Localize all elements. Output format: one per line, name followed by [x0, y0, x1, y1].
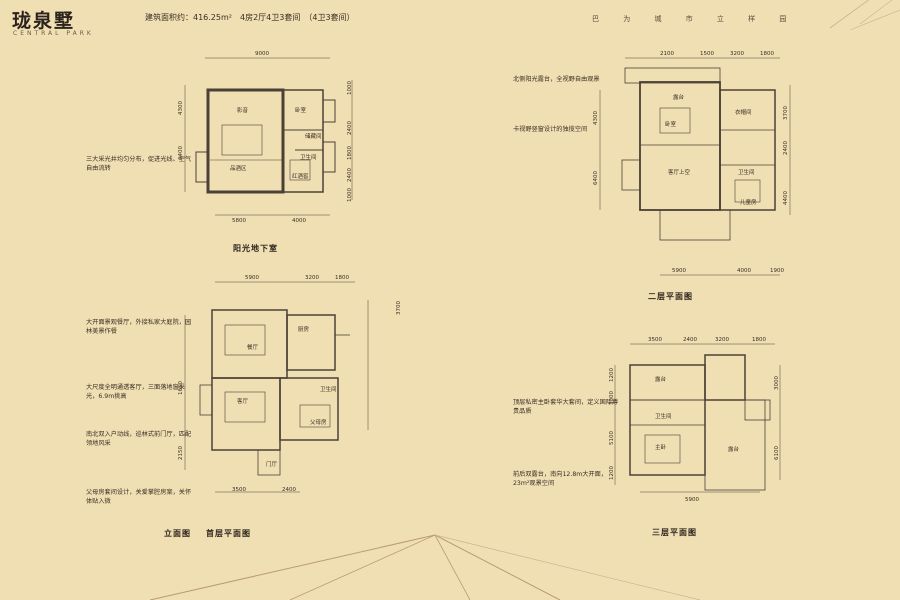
third-dim-top-1: 3500	[648, 337, 662, 343]
second-dim-top-2: 1500	[700, 51, 714, 57]
first-room-parents: 父母房	[310, 420, 327, 426]
second-dim-top-3: 3200	[730, 51, 744, 57]
second-note-1: 北侧阳光露台，全视野自由观景	[513, 76, 600, 83]
first-room-dining: 餐厅	[247, 345, 259, 351]
third-note-2: 前后双露台，南向12.8m大开面，23m²观景空间	[513, 471, 608, 487]
third-dim-bottom-1: 5900	[685, 497, 699, 503]
basement-room-bath: 卫生间	[300, 155, 317, 161]
project-subtitle: CENTRAL PARK	[13, 30, 94, 37]
basement-room-av: 影音	[237, 108, 249, 114]
second-caption: 二层平面图	[648, 292, 693, 301]
first-room-kitchen: 厨房	[298, 327, 310, 333]
first-dim-bottom-1: 3500	[232, 487, 246, 493]
second-room-bath: 卫生间	[738, 170, 755, 176]
third-room-terrace-south: 露台	[728, 447, 740, 453]
project-title: 珑泉墅	[12, 10, 76, 32]
second-room-bedroom: 卧室	[665, 122, 677, 128]
second-room-closet: 衣帽间	[735, 110, 752, 116]
second-note-2: 卡视野竖窗设计的独揽空间	[513, 126, 588, 133]
third-caption: 三层平面图	[652, 528, 697, 537]
third-dim-left-1: 1200	[609, 368, 615, 382]
third-dim-left-3: 5100	[609, 431, 615, 445]
first-caption: 首层平面图	[206, 529, 251, 538]
first-dim-bottom-2: 2400	[282, 487, 296, 493]
third-note-1: 顶层私密主卧套华大套间，定义国际尊贵品质	[513, 399, 619, 415]
third-dim-top-3: 3200	[715, 337, 729, 343]
elevation-caption: 立面图	[164, 529, 191, 538]
basement-note-1: 三大采光井均匀分布，促进光线、空气自由流转	[86, 156, 192, 172]
third-room-bath: 卫生间	[655, 414, 672, 420]
third-room-master: 主卧	[655, 445, 667, 451]
third-dim-top-4: 1800	[752, 337, 766, 343]
basement-dim-bottom-2: 4000	[292, 218, 306, 224]
basement-room-bedroom: 卧室	[295, 108, 307, 114]
third-dim-right-2: 6100	[774, 446, 780, 460]
first-note-1: 大开面景观餐厅，外接私家大庭院，园林美景作餐	[86, 319, 192, 335]
second-dim-bottom-1: 5900	[672, 268, 686, 274]
first-room-foyer: 门厅	[266, 462, 278, 468]
first-note-4: 父母房套间设计，关爱掌腔房案，关怀体贴入微	[86, 489, 192, 505]
basement-room-wine-cellar: 红酒窖	[292, 174, 309, 180]
first-note-2: 大尺度全明通透客厅，三面落地窗采光，6.9m挑高	[86, 384, 185, 400]
second-room-living-void: 客厅上空	[668, 170, 691, 176]
second-room-terrace: 露台	[673, 95, 685, 101]
first-room-bath: 卫生间	[320, 387, 337, 393]
second-dim-top-4: 1800	[760, 51, 774, 57]
basement-room-wine-area: 品酒区	[230, 166, 247, 172]
third-dim-top-2: 2400	[683, 337, 697, 343]
second-room-kids: 儿童房	[740, 200, 757, 206]
third-room-terrace-north: 露台	[655, 377, 667, 383]
third-dim-right-1: 3000	[774, 376, 780, 390]
second-dim-bottom-2: 4000	[737, 268, 751, 274]
slogan: 巴 为 城 市 立 样 园	[592, 15, 798, 23]
first-note-3: 南北双入户动线，巡林式前门厅，匹配领地风采	[86, 431, 192, 447]
second-dim-top-1: 2100	[660, 51, 674, 57]
first-dim-top-3: 1800	[335, 275, 349, 281]
area-spec: 建筑面积约：416.25m² 4房2厅4卫3套间 （4卫3套间）	[145, 13, 355, 22]
second-dim-bottom-3: 1900	[770, 268, 784, 274]
first-dim-top-2: 3200	[305, 275, 319, 281]
basement-room-storage: 储藏间	[305, 134, 322, 140]
first-room-living: 客厅	[237, 399, 249, 405]
basement-dim-bottom-1: 5800	[232, 218, 246, 224]
basement-dim-top: 9000	[255, 51, 269, 57]
basement-caption: 阳光地下室	[233, 244, 278, 253]
first-dim-top-1: 5900	[245, 275, 259, 281]
